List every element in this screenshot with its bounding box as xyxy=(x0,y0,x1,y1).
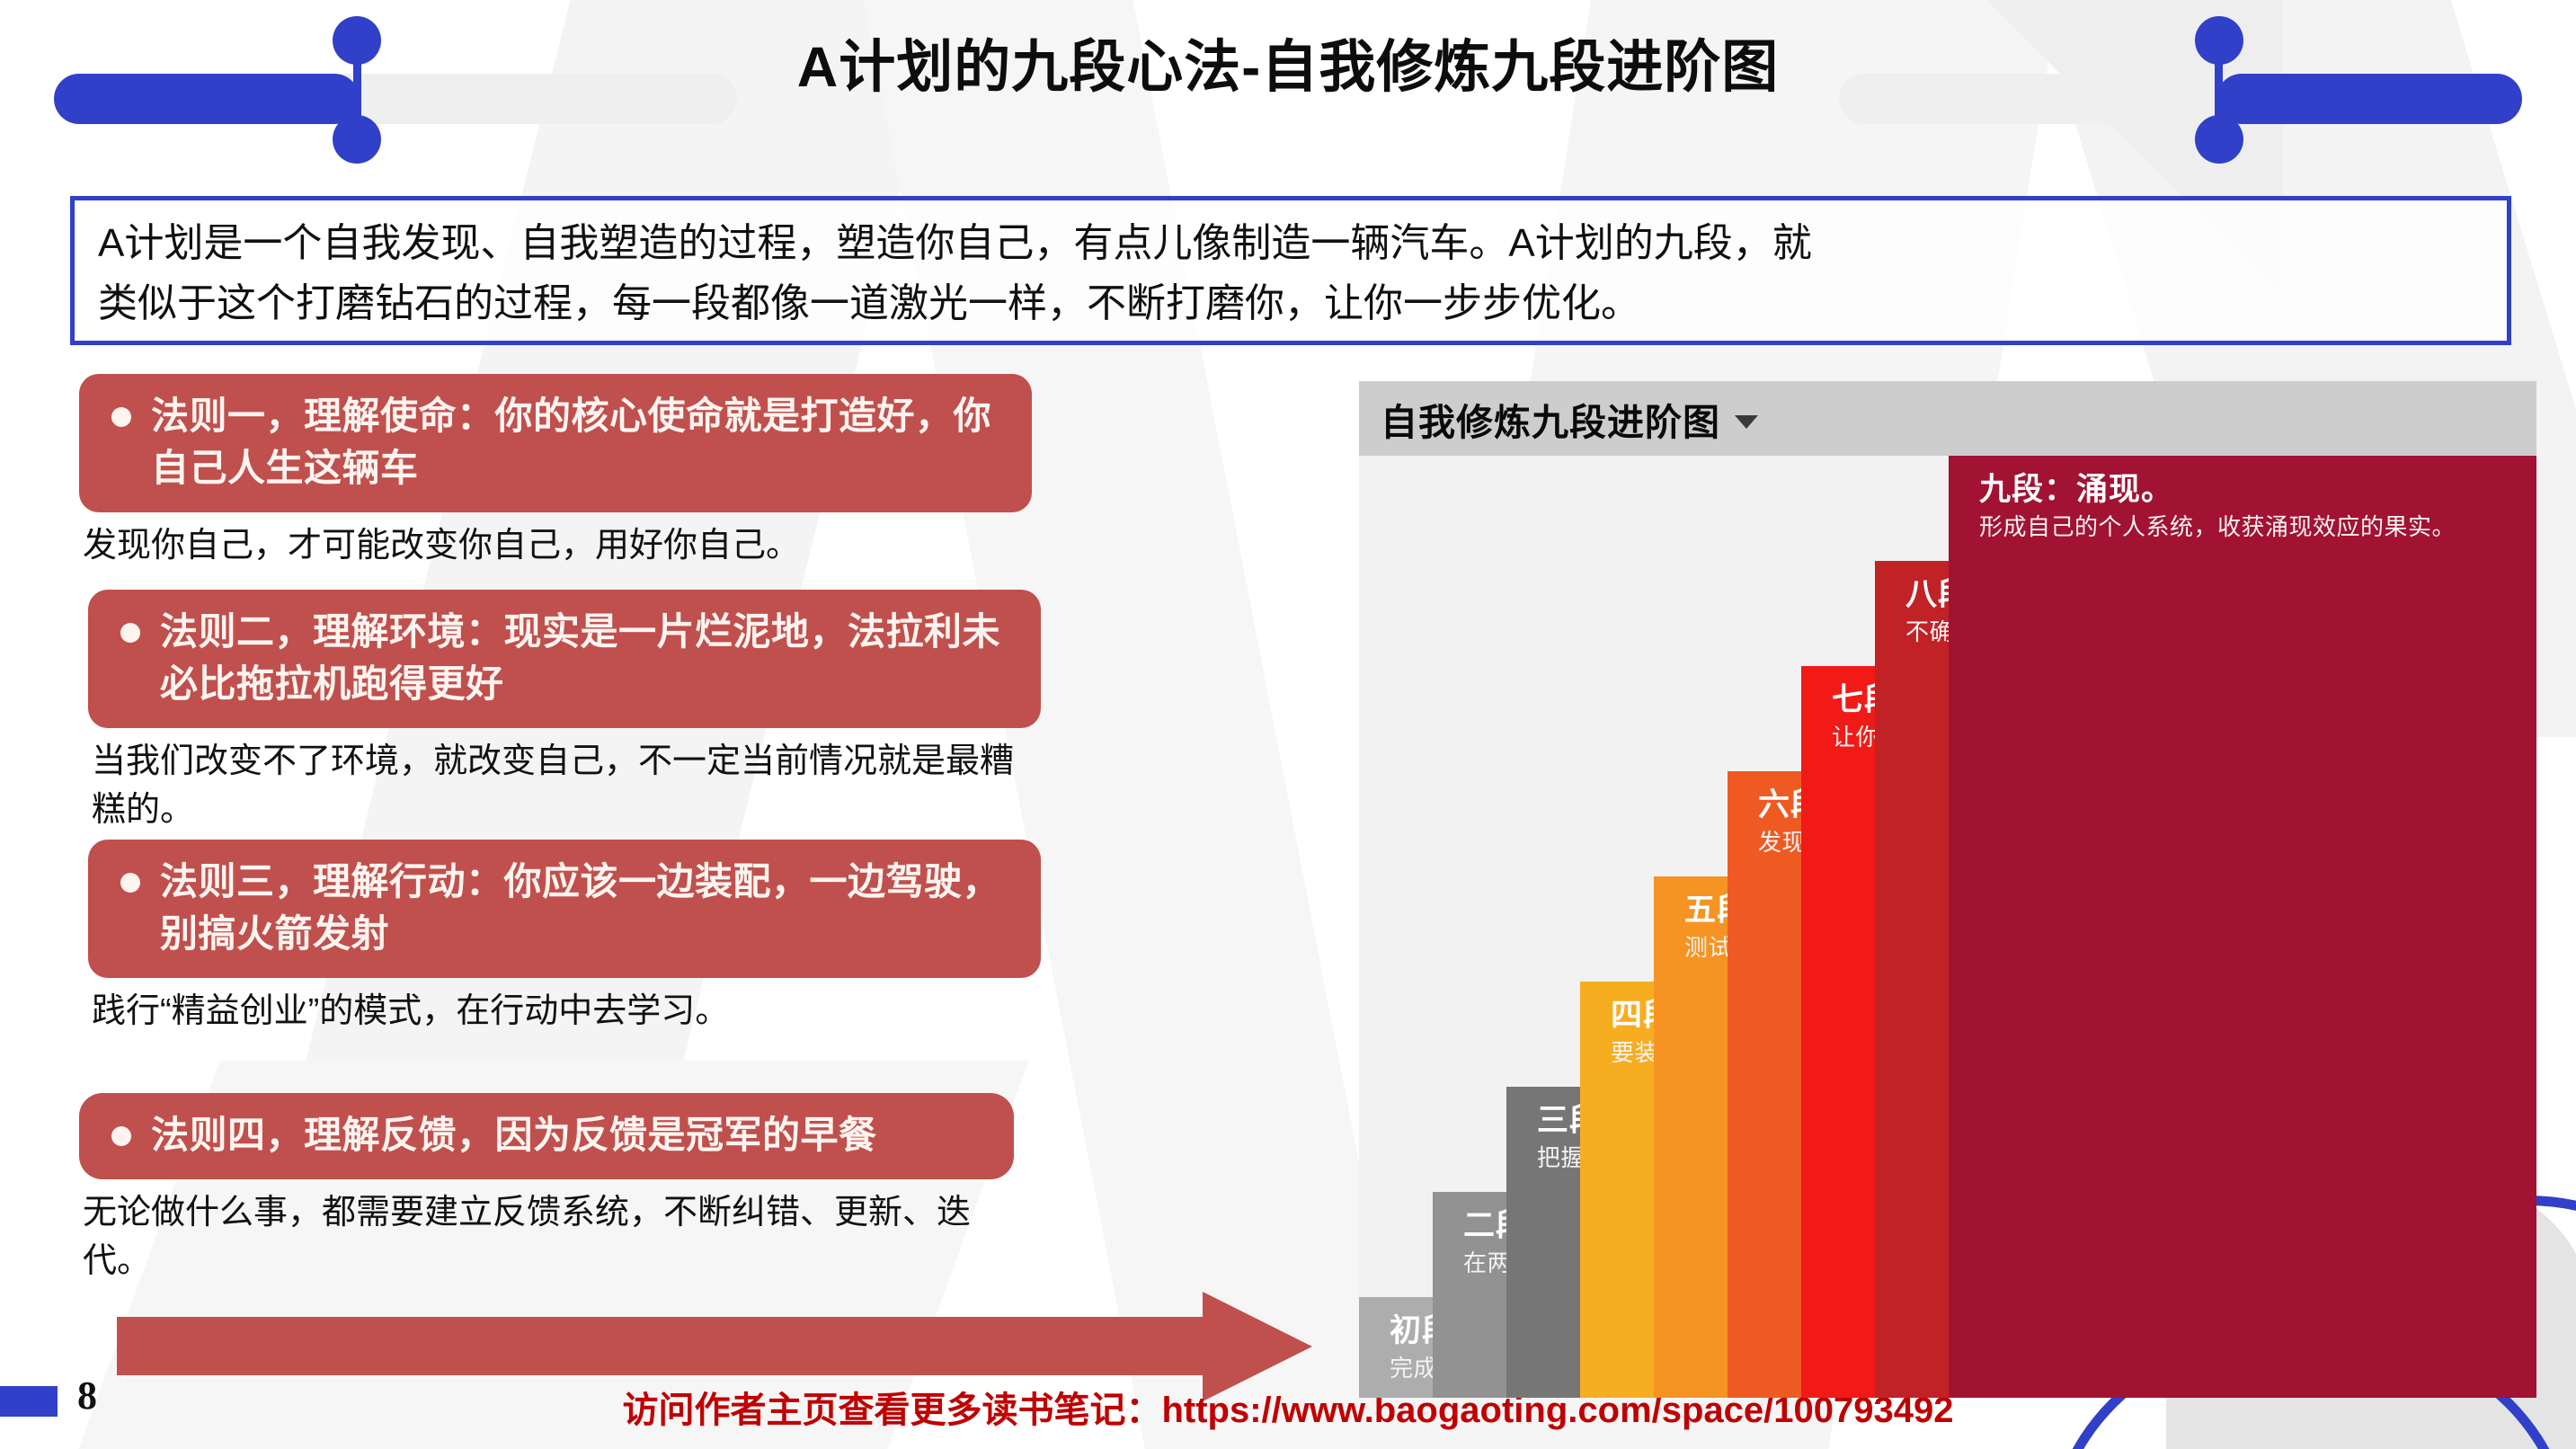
bullet-icon xyxy=(111,1126,131,1146)
rule-pill-1[interactable]: 法则一，理解使命：你的核心使命就是打造好，你自己人生这辆车 xyxy=(79,374,1032,512)
header-dot-bottom-left xyxy=(333,115,381,164)
rule-pill-3[interactable]: 法则三，理解行动：你应该一边装配，一边驾驶，别搞火箭发射 xyxy=(88,840,1041,978)
rule-pill-4[interactable]: 法则四，理解反馈，因为反馈是冠军的早餐 xyxy=(79,1093,1014,1179)
rule-title-1: 法则一，理解使命：你的核心使命就是打造好，你自己人生这辆车 xyxy=(151,395,992,489)
header-dot-bottom-right xyxy=(2195,115,2243,164)
rule-block-1: 法则一，理解使命：你的核心使命就是打造好，你自己人生这辆车 发现你自己，才可能改… xyxy=(79,374,1032,570)
header-decoration-left xyxy=(54,0,737,173)
rule-pill-2[interactable]: 法则二，理解环境：现实是一片烂泥地，法拉利未必比拖拉机跑得更好 xyxy=(88,590,1041,728)
chart-step-title: 九段：涌现。 xyxy=(1979,472,2174,507)
rule-block-3: 法则三，理解行动：你应该一边装配，一边驾驶，别搞火箭发射 践行“精益创业”的模式… xyxy=(88,840,1041,1036)
bullet-icon xyxy=(111,407,131,427)
slide-header: A计划的九段心法-自我修炼九段进阶图 xyxy=(0,0,2576,173)
rule-subtitle-3: 践行“精益创业”的模式，在行动中去学习。 xyxy=(92,992,730,1030)
header-dot-top-left xyxy=(333,16,381,65)
header-stem-left xyxy=(353,41,361,138)
rule-title-2: 法则二，理解环境：现实是一片烂泥地，法拉利未必比拖拉机跑得更好 xyxy=(160,610,1001,705)
intro-line-2: 类似于这个打磨钻石的过程，每一段都像一道激光一样，不断打磨你，让你一步步优化。 xyxy=(98,281,1640,325)
chevron-down-icon[interactable] xyxy=(1735,415,1758,429)
chart-header[interactable]: 自我修炼九段进阶图 xyxy=(1359,381,2536,456)
arrow-shaft xyxy=(117,1317,1204,1375)
rule-subtitle-1: 发现你自己，才可能改变你自己，用好你自己。 xyxy=(83,527,801,564)
chart-step-9[interactable]: 九段：涌现。形成自己的个人系统，收获涌现效应的果实。 xyxy=(1949,456,2536,1398)
rule-subtitle-4: 无论做什么事，都需要建立反馈系统，不断纠错、更新、迭代。 xyxy=(83,1194,972,1280)
rule-block-2: 法则二，理解环境：现实是一片烂泥地，法拉利未必比拖拉机跑得更好 当我们改变不了环… xyxy=(88,590,1041,834)
intro-line-1: A计划是一个自我发现、自我塑造的过程，塑造你自己，有点儿像制造一辆汽车。A计划的… xyxy=(98,221,1812,265)
rule-subtitle-2: 当我们改变不了环境，就改变自己，不一定当前情况就是最糟糕的。 xyxy=(92,742,1015,829)
page-number: 8 xyxy=(77,1373,97,1418)
rule-title-4: 法则四，理解反馈，因为反馈是冠军的早餐 xyxy=(151,1114,877,1156)
header-stem-right xyxy=(2215,41,2223,138)
chart-step-desc: 形成自己的个人系统，收获涌现效应的果实。 xyxy=(1979,513,2456,540)
header-dot-top-right xyxy=(2195,16,2243,65)
rule-title-3: 法则三，理解行动：你应该一边装配，一边驾驶，别搞火箭发射 xyxy=(160,860,1001,955)
slide-title: A计划的九段心法-自我修炼九段进阶图 xyxy=(796,36,1780,99)
header-bar-blue-right xyxy=(2216,74,2522,124)
chart-panel: 自我修炼九段进阶图 九段：涌现。形成自己的个人系统，收获涌现效应的果实。八段：愿… xyxy=(1359,381,2536,1398)
arrow-head-icon xyxy=(1203,1292,1312,1401)
footer-square-marker xyxy=(0,1386,58,1417)
progression-arrow xyxy=(117,1292,1312,1401)
chart-title: 自我修炼九段进阶图 xyxy=(1381,401,1720,443)
header-decoration-right xyxy=(1839,0,2522,173)
bullet-icon xyxy=(120,623,140,643)
staircase-chart: 九段：涌现。形成自己的个人系统，收获涌现效应的果实。八段：愿景。不确定世界的人生… xyxy=(1359,456,2536,1398)
intro-text-box: A计划是一个自我发现、自我塑造的过程，塑造你自己，有点儿像制造一辆汽车。A计划的… xyxy=(70,196,2511,345)
rule-block-4: 法则四，理解反馈，因为反馈是冠军的早餐 无论做什么事，都需要建立反馈系统，不断纠… xyxy=(79,1093,1014,1285)
bullet-icon xyxy=(120,873,140,893)
header-bar-blue-left xyxy=(54,74,360,124)
